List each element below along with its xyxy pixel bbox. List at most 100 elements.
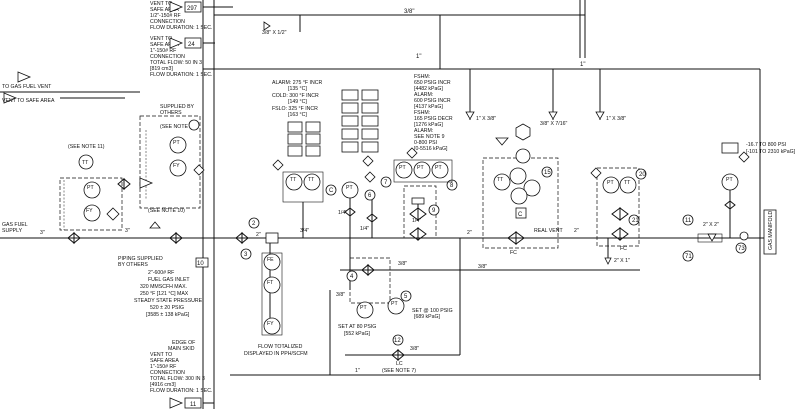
tag-21: 21 <box>632 218 639 224</box>
temperature-alarm-block: ALARM: 275 °F INCR [135 °C] COLD: 300 °F… <box>272 80 337 238</box>
tag-8: 8 <box>450 183 454 189</box>
vent1-tag-box <box>184 1 202 13</box>
inst-label: PT <box>726 177 733 183</box>
inlet-7: [3585 ± 138 kPaG] <box>146 312 190 318</box>
vent-callout-1: VENT TO SAFE AREA 1/2"-150# RF CONNECTIO… <box>150 1 212 31</box>
gate-valve-icon <box>235 231 249 245</box>
vent3-line6: [4916 cm3] <box>150 382 176 388</box>
instrument-bubble <box>263 276 281 294</box>
tag-circle <box>364 189 376 201</box>
valve-icon <box>391 348 405 362</box>
manifold-box <box>763 209 777 255</box>
alarm-box <box>361 102 379 114</box>
temp-alarm-1: ALARM: 275 °F INCR <box>272 80 322 86</box>
left-instruments: TT PT FY PT FY 10 <box>63 119 209 268</box>
junction-dot <box>739 231 749 241</box>
tag-circle <box>188 119 200 131</box>
inst-label: PT <box>391 301 398 307</box>
to-gas-fuel-vent: TO GAS FUEL VENT <box>2 84 52 90</box>
vent-flag-icon <box>17 71 32 83</box>
alarm-box <box>341 128 359 140</box>
tag-3: 3 <box>244 252 248 258</box>
vent2-line2: SAFE AREA <box>150 42 179 48</box>
alarm-box <box>361 115 379 127</box>
line-3in: 3" <box>125 228 130 234</box>
interlock-diamond-icon <box>362 155 374 167</box>
press-alarm-12: 0-800 PSI <box>414 140 437 146</box>
dp-transmitter: PT -16.7 TO 800 PSI [-101 TO 2310 kPaG] … <box>682 142 796 262</box>
instrument-bubble <box>169 159 187 177</box>
ball-valve-icon <box>169 231 183 245</box>
tag-6: 6 <box>368 193 372 199</box>
set-100-2: [689 kPaG] <box>414 314 441 320</box>
instrument-bubble <box>303 173 321 191</box>
tag-20: 20 <box>639 172 646 178</box>
triangle-marker-icon <box>548 111 558 120</box>
press-alarm-10: ALARM: <box>414 128 433 134</box>
inst-label: TT <box>497 177 504 183</box>
tag-box <box>195 257 209 268</box>
inst-label: FT <box>267 280 274 286</box>
left-notes: TO GAS FUEL VENT VENT TO SAFE AREA SUPPL… <box>0 71 203 352</box>
line-3-4: 3/4" <box>300 228 309 234</box>
see-note-11b: (SEE NOTE 11) <box>68 144 105 150</box>
instrument-bubble <box>263 253 281 271</box>
flex-hose-icon <box>697 233 723 243</box>
instrument-bubble <box>510 187 528 205</box>
inst-label: PT <box>607 180 614 186</box>
real-vent-vessel: TT 15 C FC REAL VENT 3/8" 2" <box>478 123 579 270</box>
top-vent-lines <box>203 6 761 380</box>
supplied-by-2: OTHERS <box>160 110 182 116</box>
instrument-bubble <box>602 176 620 194</box>
gas-fuel-supply-2: SUPPLY <box>2 228 23 234</box>
tag-circle <box>428 204 440 216</box>
set-100-1: SET @ 100 PSIG <box>412 308 453 314</box>
vent-flag-icon <box>139 177 154 189</box>
reducer-top: 3/8" X 1/2" <box>262 30 287 36</box>
line-3-8-low: 3/8" <box>336 292 345 298</box>
pressure-regulators: 4 PT PT 5 SET AT 80 PSIG [552 kPaG] SET … <box>336 238 453 337</box>
interlock-diamond-icon <box>272 159 284 171</box>
vent1-line4: CONNECTION <box>150 19 185 25</box>
vent1-tag: 297 <box>187 6 198 12</box>
triangle-marker-icon <box>149 221 161 229</box>
main-process-line <box>0 237 770 376</box>
inlet-4: 250 °F [121 °C] MAX <box>140 291 189 297</box>
inlet-6: 520 ± 20 PSIG <box>150 305 184 311</box>
see-note-7: (SEE NOTE 7) <box>382 368 416 374</box>
right-control-valve: PT TT 20 21 FC 2" X 1" <box>590 167 647 265</box>
gas-fuel-supply-1: GAS FUEL <box>2 222 28 228</box>
tag-circle <box>248 217 260 229</box>
inst-label: TT <box>624 180 631 186</box>
tag-5: 5 <box>404 294 408 300</box>
tag-circle <box>628 214 640 226</box>
tag-15: 15 <box>544 170 551 176</box>
vent2-tag: 24 <box>188 42 195 48</box>
instrument-bubble <box>515 148 531 164</box>
instrument-bubble <box>83 181 101 199</box>
vent1-line1: VENT TO <box>150 1 172 7</box>
inst-label: TT <box>82 160 89 166</box>
vent3-line3: 1"-150# RF <box>150 364 176 370</box>
tag-c: C <box>329 188 334 194</box>
line-2in: 2" <box>256 232 261 238</box>
tag-circle <box>240 248 252 260</box>
tag-12: 12 <box>394 338 401 344</box>
press-alarm-3: [4482 kPaG] <box>414 86 443 92</box>
tag-2: 2 <box>252 221 256 227</box>
inst-label: PT <box>346 185 353 191</box>
line-2x1: 2" X 1" <box>614 258 630 264</box>
tag-71: 71 <box>685 254 692 260</box>
inlet-3: 320 MMSCFH MAX. <box>140 284 187 290</box>
inlet-components: 2 2" 3 3/4" <box>235 217 309 260</box>
edge-skid-1: EDGE OF <box>172 340 195 346</box>
set-80-2: [552 kPaG] <box>344 331 371 337</box>
see-note-10: (SEE NOTE 10) <box>148 208 185 214</box>
inst-label: PT <box>435 165 442 171</box>
line-quarter-a: 1/4" <box>338 210 347 216</box>
alarm-box <box>721 142 739 154</box>
valve-icon <box>366 212 378 224</box>
vent-flag-icon <box>169 397 184 409</box>
vent-callout-3: VENT TO SAFE AREA 1"-150# RF CONNECTION … <box>150 352 214 409</box>
